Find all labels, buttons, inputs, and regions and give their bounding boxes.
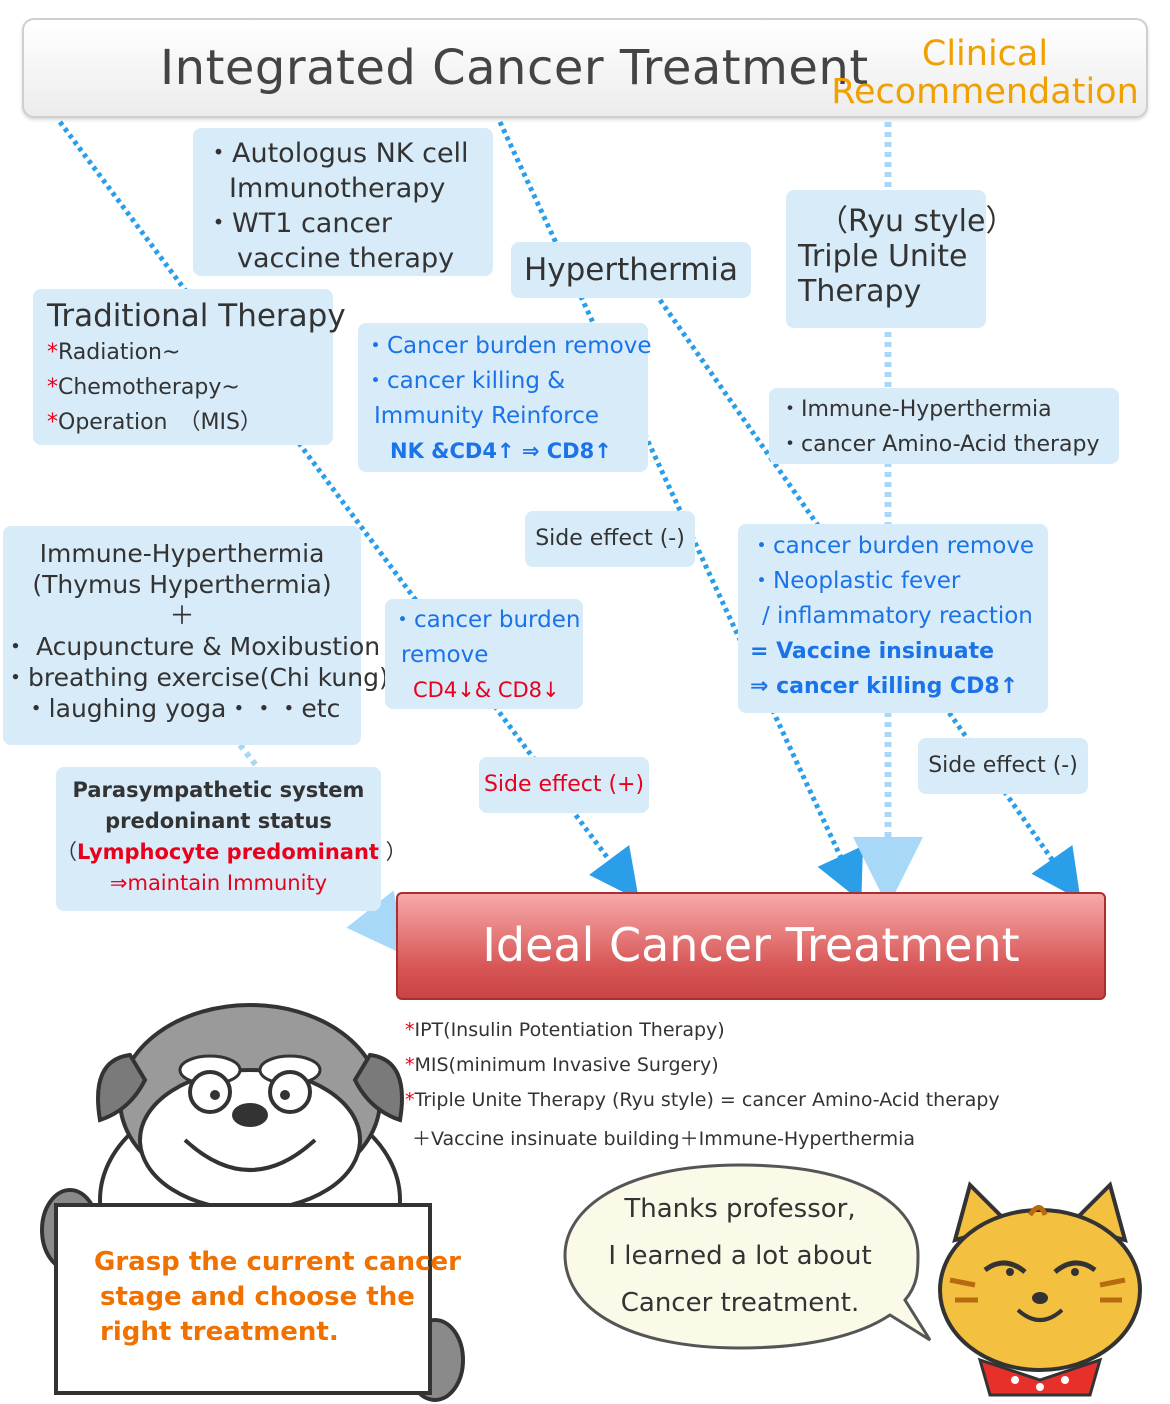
chemo-line-2: remove (401, 642, 489, 668)
bubble-text: Thanks professor, I learned a lot about … (580, 1186, 900, 1327)
dog-mouth (183, 1138, 317, 1172)
clinical-line1: Clinical (921, 34, 1049, 74)
ryu-line-1: （Ryu style） (818, 204, 1016, 239)
dog-ear-left (96, 1052, 148, 1123)
side-effect-plus-label: Side effect (+) (483, 772, 645, 797)
sign-line-3: right treatment. (100, 1317, 339, 1347)
immunotherapy-box: ・Autologus NK cell Immunotherapy ・WT1 ca… (193, 128, 493, 276)
footnote-ipt: *IPT(Insulin Potentiation Therapy) (405, 1019, 725, 1041)
thymus-line-3: ＋ (169, 601, 195, 630)
thymus-line-2: (Thymus Hyperthermia) (32, 570, 332, 599)
side-effect-plus-box: Side effect (+) (479, 757, 649, 813)
clinical-recommendation: Clinical Recommendation (830, 35, 1140, 111)
thymus-line-1: Immune-Hyperthermia (39, 539, 325, 568)
dog-glasses-right (268, 1070, 312, 1114)
immuno-line-3: ・WT1 cancer (205, 208, 393, 239)
footnote-mis: *MIS(minimum Invasive Surgery) (405, 1054, 719, 1076)
vaccine-line-3: / inflammatory reaction (762, 603, 1033, 629)
footnote-triple-cont: ＋Vaccine insinuate building＋Immune-Hyper… (412, 1128, 916, 1150)
bubble-line-2: I learned a lot about (608, 1241, 872, 1271)
dog-nose (232, 1103, 268, 1127)
dog-muzzle (138, 1068, 362, 1212)
traditional-therapy-box: Traditional Therapy *Radiation~ *Chemoth… (33, 289, 346, 445)
traditional-item-operation: *Operation （MIS） (47, 410, 262, 435)
side-effect-ryu-label: Side effect (-) (928, 753, 1078, 778)
footnote-triple: *Triple Unite Therapy (Ryu style) = canc… (405, 1089, 1000, 1111)
parasym-line-2: predoninant status (105, 809, 332, 833)
traditional-item-chemo: *Chemotherapy~ (47, 375, 240, 400)
cat-head (938, 1208, 1142, 1372)
chemo-effect-box: ・cancer burden remove CD4↓& CD8↓ (385, 599, 583, 709)
side-effect-hyper-label: Side effect (-) (535, 526, 685, 551)
vaccine-line-4: = Vaccine insinuate (750, 639, 995, 664)
sign-line-2: stage and choose the (100, 1282, 415, 1312)
parasym-line-4: ⇒maintain Immunity (109, 871, 328, 895)
cat-eye-left (983, 1260, 1027, 1274)
ideal-treatment-label: Ideal Cancer Treatment (482, 918, 1020, 972)
page-title: Integrated Cancer Treatment (160, 40, 869, 96)
parasym-line-3: （Lymphocyte predominant ） (56, 840, 407, 864)
ideal-treatment-box (396, 892, 1106, 1000)
cat-collar (977, 1357, 1103, 1397)
dog-glasses-left (188, 1070, 232, 1114)
clinical-line2: Recommendation (831, 72, 1139, 112)
immuno-line-4: vaccine therapy (237, 243, 455, 274)
sign-text: Grasp the current cancer stage and choos… (94, 1245, 461, 1350)
ryu-line-2: Triple Unite (798, 239, 968, 274)
side-effect-ryu-box: Side effect (-) (918, 738, 1088, 794)
sign-line-1: Grasp the current cancer (94, 1247, 461, 1277)
dog-mascot (40, 1003, 465, 1402)
star-mark: * (47, 410, 58, 435)
thymus-line-4: ・ Acupuncture & Moxibustion (3, 632, 381, 661)
chemo-line-3: CD4↓& CD8↓ (413, 678, 560, 702)
chemo-line-1: ・cancer burden (391, 607, 581, 633)
immune-amino-line-1: ・Immune-Hyperthermia (779, 397, 1052, 422)
burden-line-3: Immunity Reinforce (374, 403, 600, 429)
burden-line-2: ・cancer killing & (364, 368, 566, 394)
burden-line-4: NK &CD4↑ ⇒ CD8↑ (390, 439, 612, 463)
bubble-line-1: Thanks professor, (624, 1194, 856, 1224)
hyperthermia-box: Hyperthermia (511, 242, 751, 298)
side-effect-hyper-box: Side effect (-) (525, 511, 695, 567)
traditional-title: Traditional Therapy (47, 298, 346, 334)
burden-line-1: ・Cancer burden remove (364, 333, 652, 359)
parasympathetic-box: Parasympathetic system predoninant statu… (56, 767, 407, 911)
parasym-line-1: Parasympathetic system (72, 778, 365, 802)
vaccine-line-2: ・Neoplastic fever (750, 568, 961, 594)
star-mark: * (47, 340, 58, 365)
cat-mouth (1016, 1308, 1064, 1322)
vaccine-line-1: ・cancer burden remove (750, 533, 1035, 559)
speech-bubble (563, 1163, 932, 1350)
immuno-line-2: Immunotherapy (229, 173, 446, 204)
cat-eye-right (1053, 1260, 1097, 1274)
immune-amino-line-2: ・cancer Amino-Acid therapy (779, 432, 1100, 457)
dog-ear-right (352, 1052, 404, 1123)
vaccine-box: ・cancer burden remove ・Neoplastic fever … (738, 524, 1048, 713)
thymus-hyperthermia-box: Immune-Hyperthermia (Thymus Hyperthermia… (3, 526, 389, 745)
immuno-line-1: ・Autologus NK cell (205, 138, 469, 169)
immune-amino-box: ・Immune-Hyperthermia ・cancer Amino-Acid … (769, 388, 1119, 464)
thymus-line-5: ・breathing exercise(Chi kung) (3, 663, 389, 692)
cat-mascot (938, 1181, 1142, 1397)
burden-remove-box: ・Cancer burden remove ・cancer killing & … (358, 323, 652, 472)
header-bar (22, 18, 1148, 118)
thymus-line-6: ・laughing yoga・・・etc (23, 694, 341, 723)
ryu-style-box: （Ryu style） Triple Unite Therapy (786, 190, 1016, 328)
hyperthermia-label: Hyperthermia (523, 252, 739, 288)
vaccine-line-5: ⇒ cancer killing CD8↑ (750, 674, 1019, 699)
bubble-line-3: Cancer treatment. (620, 1288, 860, 1318)
dog-sign-board (54, 1203, 432, 1395)
star-mark: * (47, 375, 58, 400)
cat-nose (1032, 1292, 1048, 1304)
traditional-item-radiation: *Radiation~ (47, 340, 181, 365)
ryu-line-3: Therapy (798, 274, 922, 309)
